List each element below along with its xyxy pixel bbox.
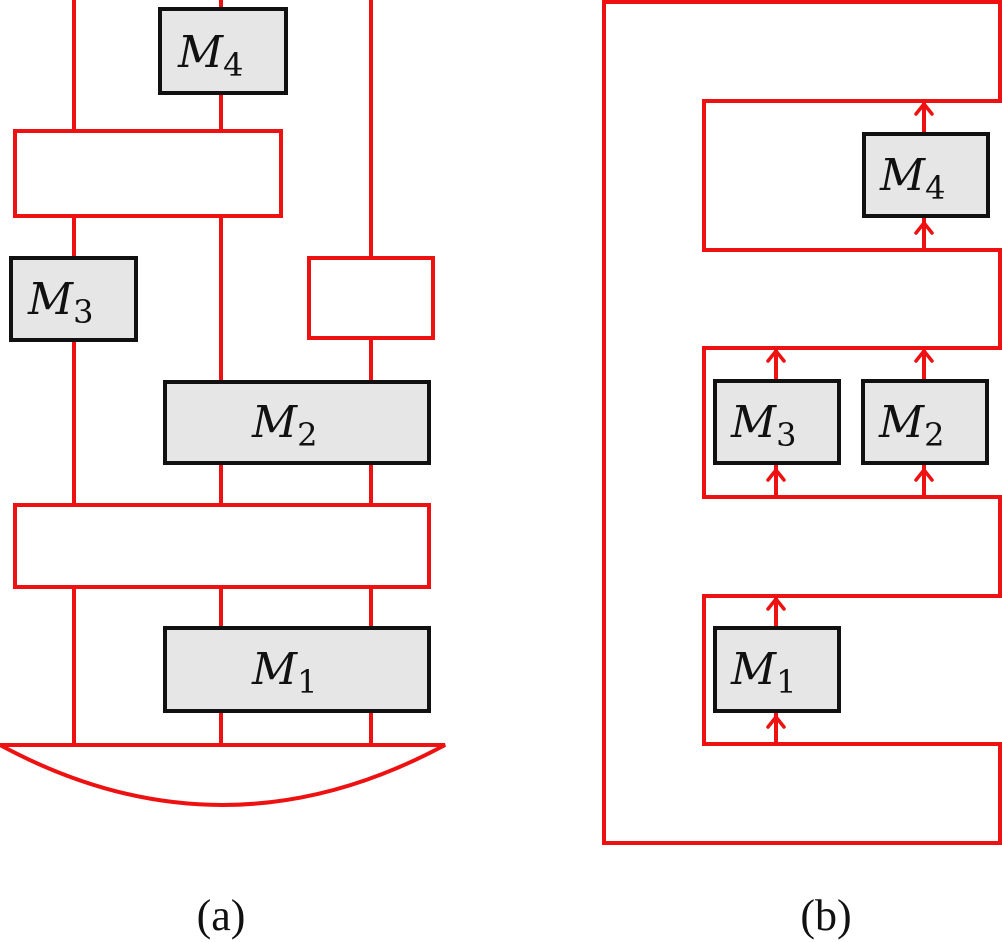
panel-a-operator-m2: M2 [163,380,431,465]
svg-text:M3: M3 [27,274,93,331]
panel-b-comb-outline [602,0,1002,845]
panel-a-m2-subscript: 2 [297,416,317,454]
panel-a-small-red-box [307,256,435,340]
panel-a: M4 M3 M2 M1 (a) [0,0,446,940]
panel-a-m2-letter: M [251,397,298,448]
panel-a-m1-subscript: 1 [297,663,317,701]
panel-b-m2-letter: M [878,397,925,448]
panel-b-m4-letter: M [879,150,926,201]
panel-b-operator-m4: M4 [862,132,990,218]
panel-b-m1-letter: M [730,644,777,695]
panel-a-operator-m4: M4 [158,7,288,95]
panel-b-operator-m1: M1 [713,626,841,713]
panel-a-operator-m1: M1 [163,626,431,713]
panel-a-m4-letter: M [177,27,224,78]
panel-a-bottom-cap [0,743,446,807]
panel-b-m3-subscript: 3 [776,416,796,454]
panel-b: M4 M3 M2 M1 (b) [602,0,1002,940]
panel-a-m3-subscript: 3 [73,293,93,331]
svg-text:M2: M2 [251,397,317,454]
svg-text:M1: M1 [730,644,796,701]
panel-a-lower-red-box [13,503,431,589]
panel-a-m1-letter: M [251,644,298,695]
panel-a-m4-subscript: 4 [223,46,243,84]
svg-text:M4: M4 [879,150,945,207]
panel-b-m1-subscript: 1 [776,663,796,701]
panel-a-caption: (a) [197,891,246,940]
svg-text:M4: M4 [177,27,243,84]
svg-text:M1: M1 [251,644,317,701]
panel-b-operator-m3: M3 [713,379,841,465]
panel-b-m4-subscript: 4 [925,169,945,207]
panel-a-upper-red-box [13,129,283,218]
svg-text:M2: M2 [878,397,944,454]
panel-b-m3-letter: M [730,397,777,448]
panel-b-caption: (b) [800,891,851,940]
panel-a-m3-letter: M [27,274,74,325]
panel-a-operator-m3: M3 [9,256,138,342]
panel-b-m2-subscript: 2 [924,416,944,454]
panel-b-operator-m2: M2 [861,379,989,465]
svg-text:M3: M3 [730,397,796,454]
